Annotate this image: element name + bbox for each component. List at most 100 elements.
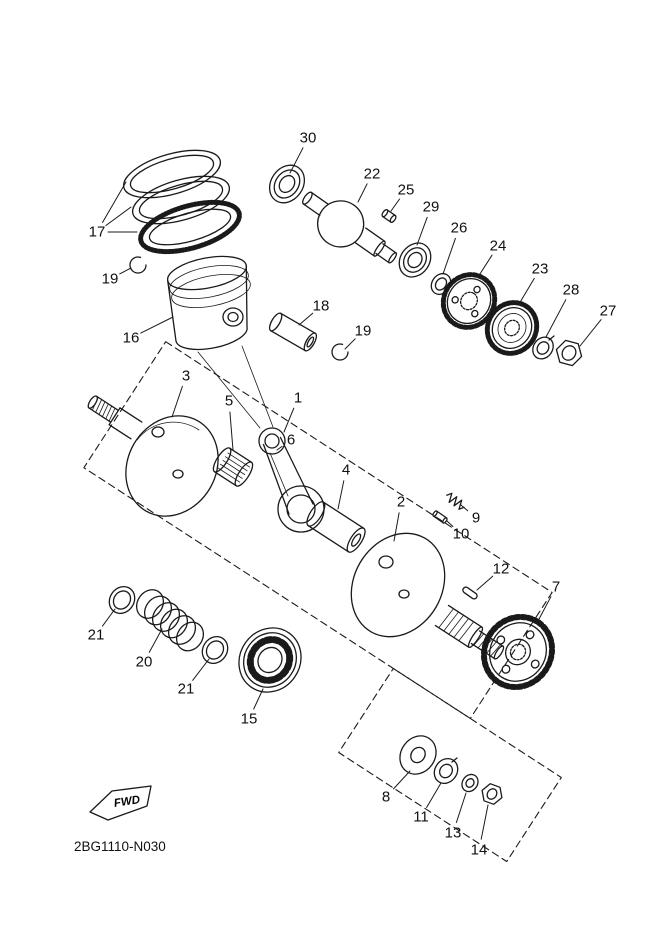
callout-9: 9 xyxy=(472,510,480,527)
piston-ring-set xyxy=(122,149,242,255)
callout-6: 6 xyxy=(287,432,295,449)
callout-23: 23 xyxy=(532,261,549,278)
washer xyxy=(461,773,479,793)
callout-10: 10 xyxy=(453,526,470,543)
callout-leader-1 xyxy=(283,407,295,433)
crankshaft-right-half xyxy=(350,532,505,660)
callout-leader-6 xyxy=(276,445,283,451)
shaft-hardware-outline xyxy=(338,667,562,863)
callout-leader-26 xyxy=(442,237,456,275)
callout-27: 27 xyxy=(600,303,617,320)
callout-17: 17 xyxy=(89,224,106,241)
callout-25: 25 xyxy=(398,182,415,199)
assembly-line xyxy=(197,351,261,429)
crank-pin xyxy=(306,501,366,553)
coil-spring xyxy=(135,589,205,652)
callout-leader-17 xyxy=(105,206,132,226)
callout-leader-2 xyxy=(393,512,400,542)
diagram-code: 2BG1110-N030 xyxy=(74,839,166,854)
callout-leader-3 xyxy=(171,385,183,418)
callout-leader-22 xyxy=(357,183,368,203)
callout-8: 8 xyxy=(382,789,390,806)
callout-29: 29 xyxy=(423,199,440,216)
callout-15: 15 xyxy=(241,711,258,728)
callout-21: 21 xyxy=(178,681,195,698)
callout-leader-18 xyxy=(298,312,314,326)
callout-leader-17 xyxy=(102,181,127,223)
callout-1: 1 xyxy=(294,390,302,407)
callout-leader-27 xyxy=(579,319,602,347)
callout-leader-20 xyxy=(148,628,163,653)
callout-leader-9 xyxy=(460,504,469,512)
callout-21: 21 xyxy=(88,627,105,644)
callout-13: 13 xyxy=(445,825,462,842)
piston-pin xyxy=(268,312,318,352)
callout-26: 26 xyxy=(451,220,468,237)
callout-leader-10 xyxy=(446,520,454,527)
callout-leader-14 xyxy=(480,804,489,840)
fwd-indicator: FWD xyxy=(89,785,152,821)
callout-18: 18 xyxy=(313,298,330,315)
callout-leader-15 xyxy=(253,688,264,710)
hex-nut xyxy=(481,783,503,805)
callout-leader-7 xyxy=(537,596,552,622)
callout-4: 4 xyxy=(342,462,350,479)
fwd-label: FWD xyxy=(113,794,141,810)
callout-leader-19 xyxy=(344,338,356,350)
callout-12: 12 xyxy=(493,561,510,578)
crankshaft-left-half xyxy=(87,395,219,517)
callout-leader-4 xyxy=(337,480,345,510)
lock-washer xyxy=(532,335,555,360)
callout-3: 3 xyxy=(182,368,190,385)
callout-leader-24 xyxy=(477,254,493,278)
ball-bearing xyxy=(268,164,306,204)
fwd-arrow-icon xyxy=(89,785,152,821)
callout-leader-13 xyxy=(455,792,467,823)
callout-2: 2 xyxy=(397,494,405,511)
balancer-drive-gear xyxy=(440,272,498,330)
callout-leader-21 xyxy=(192,658,210,681)
hex-nut xyxy=(555,339,583,367)
callout-leader-16 xyxy=(140,316,174,334)
callout-5: 5 xyxy=(225,393,233,410)
piston xyxy=(166,255,251,351)
callout-leader-21 xyxy=(102,608,116,627)
primary-gear xyxy=(484,300,540,356)
callout-leader-5 xyxy=(229,411,234,451)
crank-assembly-outline xyxy=(83,341,553,719)
callout-leader-8 xyxy=(393,770,411,790)
callout-14: 14 xyxy=(471,842,488,859)
spring-seat xyxy=(108,585,136,615)
callout-leader-28 xyxy=(545,299,567,338)
dowel-pin xyxy=(432,510,448,524)
callout-20: 20 xyxy=(136,654,153,671)
callout-22: 22 xyxy=(364,166,381,183)
callout-leader-25 xyxy=(390,198,401,212)
callout-leader-19 xyxy=(119,267,132,275)
woodruff-key xyxy=(462,586,478,600)
needle-bearing xyxy=(212,447,254,487)
callout-leader-30 xyxy=(289,147,304,174)
circlip-icon xyxy=(331,343,349,361)
callout-19: 19 xyxy=(355,323,372,340)
callout-leader-12 xyxy=(476,575,494,591)
connecting-rod xyxy=(258,427,325,533)
set-screw xyxy=(381,209,397,223)
callout-19: 19 xyxy=(102,271,119,288)
detent-spring xyxy=(446,492,465,510)
ball-bearing xyxy=(398,242,432,278)
callout-16: 16 xyxy=(123,330,140,347)
balancer-driven-gear xyxy=(480,613,556,691)
callout-28: 28 xyxy=(563,282,580,299)
balancer-shaft xyxy=(302,191,398,264)
callout-30: 30 xyxy=(300,130,317,147)
lock-washer xyxy=(433,757,459,785)
callout-11: 11 xyxy=(413,809,429,826)
callout-leader-29 xyxy=(416,216,428,246)
callout-leader-11 xyxy=(426,782,442,808)
callout-24: 24 xyxy=(490,238,507,255)
callout-7: 7 xyxy=(552,579,560,596)
assembly-line xyxy=(241,345,274,428)
